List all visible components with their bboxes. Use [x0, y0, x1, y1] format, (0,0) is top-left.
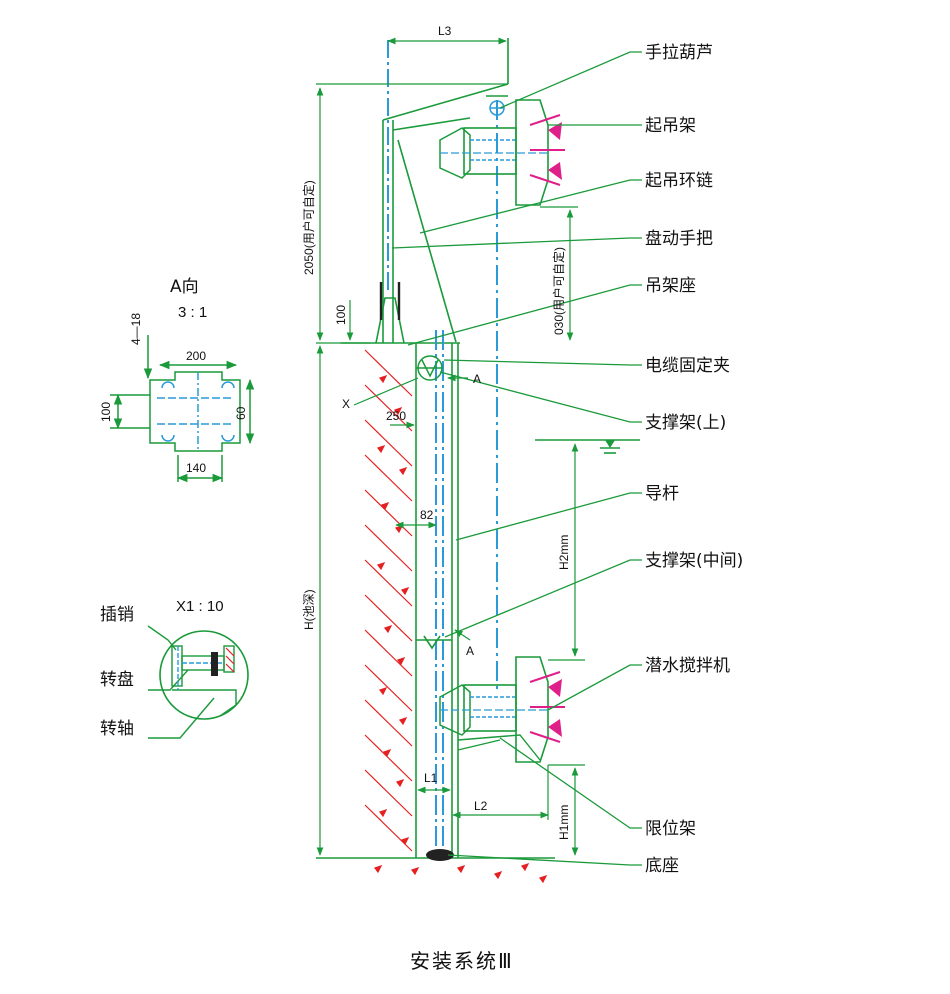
dim-x: X — [342, 397, 350, 411]
hoist-gourd-icon — [486, 95, 508, 116]
dim-h2: H2mm — [557, 535, 571, 570]
label-support-upper: 支撑架(上) — [645, 413, 726, 433]
label-base: 底座 — [645, 856, 679, 876]
detail-x-shaft-dark — [211, 652, 218, 676]
guide-rod — [451, 343, 459, 858]
middle-support — [416, 635, 452, 650]
view-a-60: 60 — [234, 406, 248, 420]
detail-x: X1 : 10 插销 转盘 转轴 — [100, 598, 249, 739]
label-support-middle: 支撑架(中间) — [645, 551, 743, 571]
pit-structure — [316, 342, 640, 859]
limit-frame-shape — [457, 734, 541, 761]
label-frame-seat: 吊架座 — [645, 276, 696, 296]
base-shape — [426, 849, 454, 861]
label-hoist-gourd: 手拉葫芦 — [645, 43, 713, 63]
dim-82: 82 — [420, 508, 434, 522]
view-a-title: A向 — [170, 277, 199, 297]
detail-x-turntable: 转盘 — [100, 670, 134, 690]
dim-a-upper: A — [473, 372, 481, 386]
water-level-icon — [605, 440, 615, 448]
dim-h1: H1mm — [557, 805, 571, 840]
dim-250: 250 — [386, 409, 406, 423]
view-a: A向 3 : 1 4—18 200 100 60 140 — [99, 277, 255, 483]
frame-seat-bolts — [379, 282, 401, 320]
label-crank-handle: 盘动手把 — [645, 229, 713, 249]
callout-leaders — [391, 51, 642, 866]
lift-chain-line — [397, 139, 457, 343]
dim-l2: L2 — [474, 799, 488, 813]
dim-l1: L1 — [424, 771, 438, 785]
dim-030: 030(用户可自定) — [551, 247, 566, 335]
concrete-hatching — [364, 349, 548, 884]
label-limit-frame: 限位架 — [645, 819, 696, 839]
view-a-140: 140 — [186, 461, 206, 475]
dim-h-depth: H(池深) — [302, 589, 316, 630]
dim-a-lower: A — [466, 644, 474, 658]
view-a-200: 200 — [186, 349, 206, 363]
view-a-scale: 3 : 1 — [178, 304, 207, 321]
dim-2050: 2050(用户可自定) — [301, 180, 316, 275]
detail-x-pin: 插销 — [100, 605, 134, 625]
lower-mixer — [439, 656, 565, 763]
label-lift-frame: 起吊架 — [645, 116, 696, 136]
view-a-100: 100 — [99, 402, 113, 422]
frame-blue-centerline — [387, 40, 498, 858]
dim-100: 100 — [334, 305, 348, 325]
label-mixer: 潜水搅拌机 — [645, 656, 730, 676]
label-guide-rod: 导杆 — [645, 484, 679, 504]
detail-x-scale: X1 : 10 — [176, 598, 224, 615]
view-a-plate — [149, 371, 241, 452]
dimension-lines — [316, 37, 585, 856]
lifting-frame — [375, 38, 509, 344]
upper-support — [416, 355, 443, 381]
detail-x-shaft: 转轴 — [100, 719, 134, 739]
upper-mixer — [439, 99, 565, 206]
frame-seat-shape — [375, 297, 405, 344]
label-lift-chain: 起吊环链 — [645, 171, 713, 191]
view-a-4-18: 4—18 — [129, 313, 143, 345]
label-cable-clamp: 电缆固定夹 — [645, 356, 730, 376]
boom — [382, 83, 509, 121]
diagram-title: 安装系统Ⅲ — [410, 949, 514, 973]
detail-x-circle — [159, 630, 249, 720]
dim-l3: L3 — [438, 24, 452, 38]
